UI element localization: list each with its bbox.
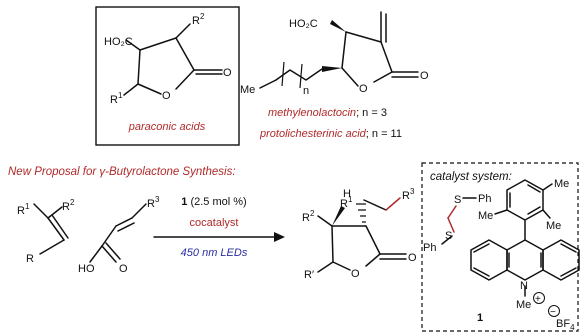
diphenyl-disulfide-structure: S S Ph Ph [423, 193, 491, 254]
paraconic-acid-structure: HO₂C R2 O O R1 [104, 12, 232, 106]
catalyst-number-label: 1 [477, 312, 483, 324]
me-label: Me [240, 84, 255, 96]
me-ortho1-label: Me [478, 210, 493, 222]
alkene-r2-label: R2 [62, 198, 75, 213]
paraconic-acids-caption: paraconic acids [128, 121, 206, 133]
mesityl-group-structure: Me Me Me [478, 178, 569, 241]
catalyst-loading-label: 1 (2.5 mol %) [181, 196, 246, 208]
s1-label: S [454, 194, 461, 206]
reaction-arrow [153, 232, 285, 242]
alkene-r-label: R [26, 253, 34, 265]
r2-label: R2 [192, 12, 205, 27]
product-ring-o-label: O [351, 268, 360, 280]
bf4-label: BF4 [556, 318, 575, 332]
alkene-r1-label: R1 [17, 202, 30, 217]
paraconic-box [95, 6, 240, 146]
ph2-label: Ph [423, 242, 436, 254]
methyl-ring-o-label: O [359, 83, 368, 95]
acridinium-n-label: N [520, 280, 528, 292]
acridinium-structure: N Me + [470, 239, 580, 311]
catalyst-system-box [421, 162, 579, 332]
acrylic-r3-label: R3 [147, 195, 160, 210]
proposal-heading: New Proposal for γ-Butyrolactone Synthes… [8, 166, 236, 178]
catalyst-system-title: catalyst system: [430, 171, 512, 183]
methyl-co2h-label: HO₂C [289, 18, 318, 30]
product-r2-label: R2 [302, 209, 315, 224]
methylenolactocin-caption: methylenolactocin; n = 3 [268, 107, 387, 119]
product-r3-label: R3 [402, 187, 415, 202]
cocatalyst-label: cocatalyst [190, 217, 239, 229]
acrylic-ho-label: HO [78, 263, 95, 275]
protolichesterinic-caption: protolichesterinic acid; n = 11 [259, 128, 402, 140]
product-h-label: H [343, 188, 351, 200]
co2h-label: HO₂C [104, 36, 133, 48]
alkene-structure: R1 R2 R [17, 198, 75, 265]
product-r1-label: R1 [340, 195, 353, 210]
ph1-label: Ph [478, 193, 491, 205]
me-para-label: Me [554, 178, 569, 190]
me-ortho2-label: Me [546, 220, 561, 232]
s2-label: S [445, 230, 452, 242]
n-me-label: Me [516, 299, 531, 311]
positive-charge: + [535, 294, 541, 305]
light-source-label: 450 nm LEDs [181, 247, 248, 259]
r1-label: R1 [110, 91, 123, 106]
methylenolactocin-structure: HO₂C O O Me n [240, 11, 429, 97]
methyl-carbonyl-o-label: O [420, 70, 429, 82]
ring-o-label: O [162, 90, 171, 102]
acrylic-acid-structure: R3 HO O [78, 195, 160, 275]
product-carbonyl-o-label: O [408, 252, 417, 264]
carbonyl-o-label: O [223, 67, 232, 79]
product-lactone-structure: H R3 R2 R1 O O R′ [302, 187, 417, 281]
n-subscript: n [303, 85, 309, 97]
negative-charge: − [550, 307, 556, 318]
acrylic-o-label: O [119, 263, 128, 275]
product-r-label: R′ [304, 269, 314, 281]
